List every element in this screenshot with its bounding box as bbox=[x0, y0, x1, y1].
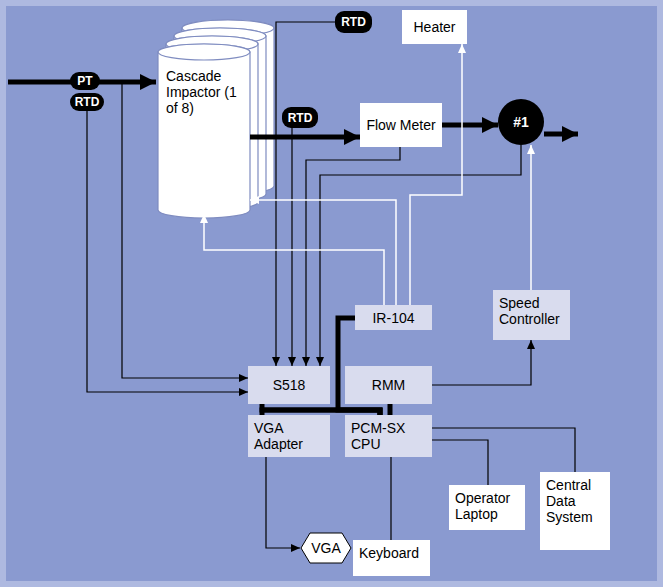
signal-line bbox=[250, 200, 396, 305]
impactor: Cascade Impactor (1 of 8) bbox=[158, 44, 250, 214]
signal-line bbox=[291, 128, 292, 366]
node-label: Flow Meter bbox=[366, 117, 435, 133]
node-label: Operator Laptop bbox=[455, 490, 519, 522]
node-label: #1 bbox=[513, 114, 529, 130]
node-label: Keyboard bbox=[359, 545, 419, 561]
module-box: IR-104 bbox=[355, 305, 432, 330]
flow-arrow bbox=[250, 135, 360, 140]
controller-box: Speed Controller bbox=[493, 290, 570, 340]
signal-line bbox=[432, 340, 531, 385]
node-label: S518 bbox=[273, 377, 306, 393]
node-label: RTD bbox=[341, 15, 366, 29]
node-label: VGA Adapter bbox=[254, 420, 324, 452]
signal-line bbox=[100, 81, 248, 378]
panel-ground bbox=[6, 6, 657, 581]
impactor-cylinder bbox=[158, 44, 250, 218]
sensor-tag: RTD bbox=[335, 11, 372, 33]
node-label: RTD bbox=[75, 95, 100, 109]
sensor-tag: RTD bbox=[282, 107, 318, 128]
impactor-stack bbox=[158, 20, 274, 218]
node-label: Cascade Impactor (1 of 8) bbox=[166, 68, 238, 116]
node-label: PCM-SX CPU bbox=[351, 420, 411, 452]
device-box: Central Data System bbox=[540, 472, 610, 550]
node-label: Central Data System bbox=[546, 477, 604, 525]
node-label: VGA bbox=[311, 540, 341, 556]
signal-line bbox=[266, 457, 300, 548]
node-label: Speed Controller bbox=[499, 295, 564, 327]
flow-meter-box: Flow Meter bbox=[360, 103, 442, 147]
sensor-tag: PT bbox=[70, 72, 100, 90]
flow-arrow bbox=[442, 123, 498, 128]
outlet-flow bbox=[544, 132, 578, 137]
node-label: PT bbox=[77, 74, 92, 88]
cpu-box: PCM-SX CPU bbox=[345, 415, 432, 457]
signal-line bbox=[410, 44, 462, 305]
signal-line bbox=[432, 428, 575, 472]
module-box: RMM bbox=[345, 366, 432, 404]
device-box: Operator Laptop bbox=[449, 485, 525, 530]
signal-line bbox=[320, 145, 521, 366]
display-hexagon: VGA bbox=[300, 532, 352, 564]
signal-line bbox=[530, 145, 532, 290]
heater-box: Heater bbox=[402, 10, 467, 44]
signal-line bbox=[204, 214, 384, 305]
impactor-cylinder-top bbox=[158, 44, 250, 60]
node-label: RTD bbox=[288, 111, 313, 125]
node-label: Heater bbox=[413, 19, 455, 35]
node-label: RMM bbox=[372, 377, 405, 393]
signal-line bbox=[432, 440, 488, 485]
module-box: S518 bbox=[248, 366, 330, 404]
node-label: IR-104 bbox=[372, 310, 414, 326]
signal-line bbox=[390, 457, 391, 540]
pump-circle: #1 bbox=[498, 99, 544, 145]
sensor-tag: RTD bbox=[70, 93, 104, 111]
module-box: VGA Adapter bbox=[248, 415, 330, 457]
bus-line bbox=[388, 404, 393, 415]
signal-line bbox=[87, 111, 248, 392]
device-box: Keyboard bbox=[353, 540, 430, 576]
